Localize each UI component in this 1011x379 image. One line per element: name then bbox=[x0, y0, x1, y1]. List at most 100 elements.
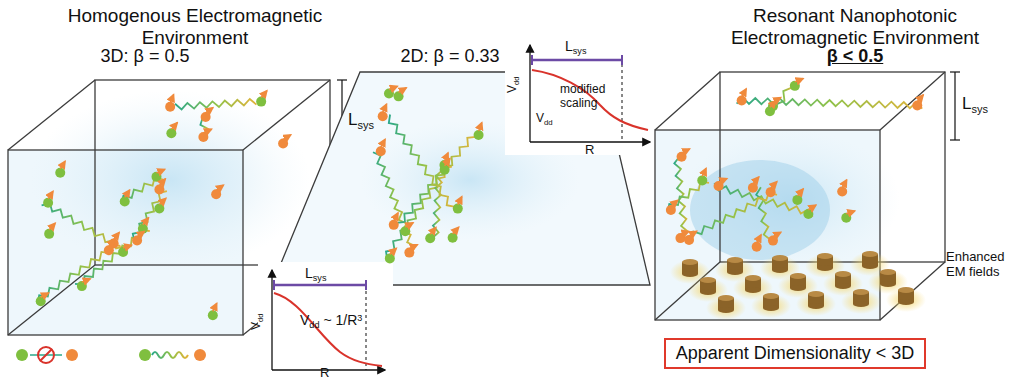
interaction-wave bbox=[133, 191, 167, 242]
spin-arrow bbox=[797, 189, 803, 196]
label-group: 3D: β = 0.5 bbox=[101, 46, 190, 67]
dipole bbox=[768, 236, 778, 246]
spin-arrow bbox=[444, 153, 448, 161]
pillar bbox=[790, 285, 806, 291]
dipole bbox=[165, 102, 175, 112]
pillar bbox=[808, 303, 824, 309]
pillar bbox=[808, 291, 824, 297]
spin-arrow bbox=[773, 232, 781, 236]
spin-arrow bbox=[41, 293, 49, 297]
dipole bbox=[453, 204, 463, 214]
spin-arrow bbox=[405, 223, 413, 227]
label: V bbox=[300, 312, 309, 328]
label: sys bbox=[573, 46, 587, 56]
dipole bbox=[104, 245, 114, 255]
dipole bbox=[666, 205, 676, 215]
spin-arrow bbox=[171, 123, 177, 130]
label: sys bbox=[357, 119, 374, 131]
dipole bbox=[400, 226, 410, 236]
spin-arrow bbox=[159, 198, 166, 204]
spin-arrow bbox=[771, 182, 777, 188]
pillar bbox=[835, 283, 851, 289]
spin-arrow bbox=[156, 169, 164, 173]
pillar bbox=[817, 253, 833, 259]
label: modified scaling bbox=[560, 82, 605, 110]
dipole bbox=[201, 112, 211, 122]
label: L bbox=[962, 94, 971, 113]
label-group: Lsys bbox=[305, 265, 326, 281]
plot-1-over-r3 bbox=[258, 262, 393, 376]
spin-arrow bbox=[795, 78, 803, 81]
pillar bbox=[682, 259, 698, 265]
pillar bbox=[880, 281, 896, 287]
dipole bbox=[211, 189, 221, 199]
dipole bbox=[394, 91, 404, 101]
dipole bbox=[790, 81, 800, 91]
spin-arrow bbox=[842, 180, 846, 188]
label-group: Lsys bbox=[565, 38, 586, 54]
interaction-wave bbox=[737, 98, 923, 109]
dipole bbox=[166, 128, 176, 138]
pillar bbox=[745, 275, 761, 281]
dipole bbox=[77, 281, 87, 291]
dipole bbox=[841, 213, 851, 223]
field-glow bbox=[706, 296, 746, 320]
box-text: Apparent Dimensionality < 3D bbox=[676, 343, 915, 363]
spin-arrow bbox=[682, 149, 690, 153]
spin-arrow bbox=[399, 88, 407, 93]
dipole bbox=[766, 187, 776, 197]
label-group: 2D: β = 0.33 bbox=[401, 46, 500, 67]
icon-no-interaction bbox=[16, 347, 78, 363]
spin-arrow bbox=[719, 179, 727, 182]
interaction-wave bbox=[373, 152, 415, 254]
dipole bbox=[752, 242, 762, 252]
label: 3 bbox=[357, 313, 362, 323]
interaction-wave bbox=[386, 167, 452, 260]
spin-arrow bbox=[702, 168, 706, 176]
dipole bbox=[151, 172, 161, 182]
label: L bbox=[305, 265, 313, 281]
highlight-box: Apparent Dimensionality < 3D bbox=[664, 338, 927, 369]
field-glow bbox=[841, 290, 881, 314]
dipole bbox=[208, 310, 218, 320]
spin-arrow bbox=[753, 177, 759, 184]
dipole bbox=[43, 198, 53, 208]
pillar bbox=[772, 267, 788, 273]
interaction-wave bbox=[389, 115, 455, 207]
pillar bbox=[790, 273, 806, 279]
spin-arrow bbox=[430, 227, 436, 234]
label: dd bbox=[512, 77, 521, 86]
spin-arrow bbox=[389, 86, 397, 89]
spin-arrow bbox=[409, 245, 417, 249]
spin-arrow bbox=[283, 135, 291, 140]
field-glow bbox=[886, 288, 926, 312]
pillar bbox=[727, 257, 743, 263]
plane-2d bbox=[272, 72, 650, 285]
label: L bbox=[348, 110, 357, 129]
label-group: Resonant Nanophotonic Electromagnetic En… bbox=[710, 5, 1000, 49]
pillar bbox=[718, 307, 734, 313]
pillar bbox=[853, 301, 869, 307]
label-group: Lsys bbox=[348, 110, 374, 130]
label-group: Vdd ~ 1/R3 bbox=[300, 312, 362, 328]
field-glow bbox=[751, 294, 791, 318]
label: R bbox=[585, 142, 594, 157]
label: Homogenous Electromagnetic Environment bbox=[68, 5, 323, 48]
pillar bbox=[763, 305, 779, 311]
pillar bbox=[880, 269, 896, 275]
spin-arrow bbox=[917, 95, 923, 102]
spin-arrow bbox=[479, 123, 482, 131]
spin-arrow bbox=[390, 248, 397, 254]
label: dd bbox=[309, 320, 319, 330]
label-group: Lsys bbox=[962, 94, 988, 114]
dipole bbox=[120, 196, 130, 206]
nanopillars bbox=[670, 251, 926, 320]
label: L bbox=[565, 38, 573, 54]
pillar bbox=[772, 255, 788, 261]
spin-arrow bbox=[49, 223, 55, 230]
spin-arrow bbox=[143, 218, 149, 225]
label: ~ 1/R bbox=[323, 312, 357, 328]
interaction-wave bbox=[397, 137, 476, 223]
cube-nanophotonic bbox=[655, 72, 960, 320]
dipole bbox=[837, 187, 847, 197]
